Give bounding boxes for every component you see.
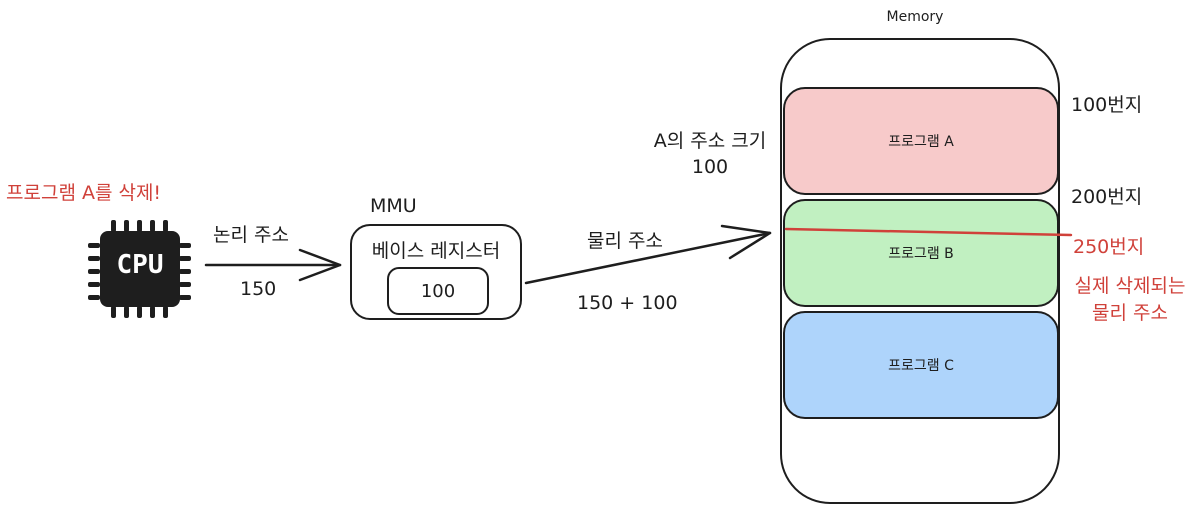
base-register-value-box: 100 xyxy=(387,267,489,315)
physical-address-label: 물리 주소 xyxy=(587,230,663,252)
address-200-label: 200번지 xyxy=(1071,186,1143,208)
mmu-title: MMU xyxy=(370,195,417,217)
program-a-label: 프로그램 A xyxy=(888,134,954,150)
delete-program-a-note: 프로그램 A를 삭제! xyxy=(6,182,162,204)
program-c-label: 프로그램 C xyxy=(888,358,954,374)
deleted-physical-address-note-line2: 물리 주소 xyxy=(1092,302,1168,324)
memory-container xyxy=(780,38,1060,504)
program-b-label: 프로그램 B xyxy=(888,246,954,262)
address-100-label: 100번지 xyxy=(1071,94,1143,116)
memory-block-program-b: 프로그램 B xyxy=(783,199,1059,307)
base-register-label: 베이스 레지스터 xyxy=(371,240,501,262)
logical-address-value: 150 xyxy=(240,278,277,300)
base-register-value: 100 xyxy=(420,280,456,302)
mmu-box xyxy=(350,224,522,320)
deleted-physical-address-note-line1: 실제 삭제되는 xyxy=(1074,275,1186,297)
logical-address-label: 논리 주소 xyxy=(213,224,289,246)
logical-address-arrow xyxy=(204,248,342,282)
memory-block-program-a: 프로그램 A xyxy=(783,87,1059,195)
cpu-chip-icon xyxy=(88,220,191,318)
cpu-label: CPU xyxy=(116,250,164,280)
memory-block-program-c: 프로그램 C xyxy=(783,311,1059,419)
physical-address-arrow xyxy=(524,224,772,285)
memory-title: Memory xyxy=(886,9,944,25)
address-250-label: 250번지 xyxy=(1073,236,1145,258)
program-a-size-label: A의 주소 크기 xyxy=(653,130,767,152)
program-a-size-value: 100 xyxy=(691,156,729,178)
physical-address-value: 150 + 100 xyxy=(577,292,678,314)
